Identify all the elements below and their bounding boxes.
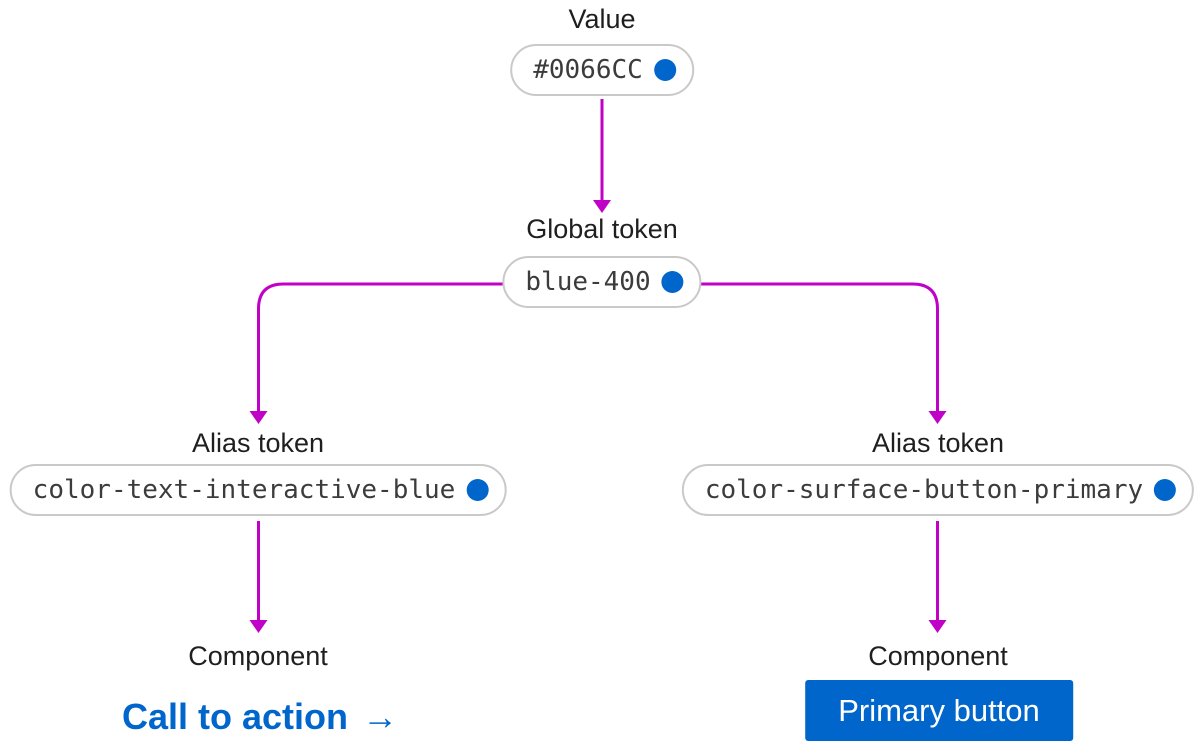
- value-to-global-arrow: [593, 99, 611, 213]
- call-to-action-text: Call to action: [121, 696, 349, 737]
- global-token-text: blue-400: [525, 267, 651, 297]
- global-token-label: Global token: [526, 214, 678, 244]
- alias-token-right-label: Alias token: [871, 428, 1005, 458]
- value-token-text: #0066CC: [533, 55, 643, 85]
- alias-token-right-pill: color-surface-button-primary: [681, 464, 1195, 516]
- color-dot-icon: [1154, 479, 1177, 501]
- alias-token-left-pill: color-text-interactive-blue: [9, 464, 507, 516]
- color-dot-icon: [466, 479, 489, 501]
- alias-token-right-text: color-surface-button-primary: [704, 475, 1144, 505]
- alias-token-left-text: color-text-interactive-blue: [32, 475, 456, 505]
- call-to-action-link[interactable]: Call to action →: [122, 696, 398, 738]
- arrow-right-icon: →: [362, 696, 399, 737]
- primary-button-text: Primary button: [838, 692, 1040, 728]
- primary-button[interactable]: Primary button: [805, 680, 1073, 741]
- color-dot-icon: [653, 59, 676, 81]
- value-token-pill: #0066CC: [510, 44, 694, 96]
- global-token-pill: blue-400: [502, 256, 702, 308]
- color-dot-icon: [661, 271, 684, 293]
- component-left-label: Component: [188, 641, 328, 671]
- alias-left-to-component-arrow: [249, 521, 268, 633]
- alias-token-left-label: Alias token: [191, 428, 325, 458]
- value-label: Value: [568, 4, 636, 34]
- component-right-label: Component: [868, 641, 1008, 671]
- alias-right-to-component-arrow: [928, 521, 947, 633]
